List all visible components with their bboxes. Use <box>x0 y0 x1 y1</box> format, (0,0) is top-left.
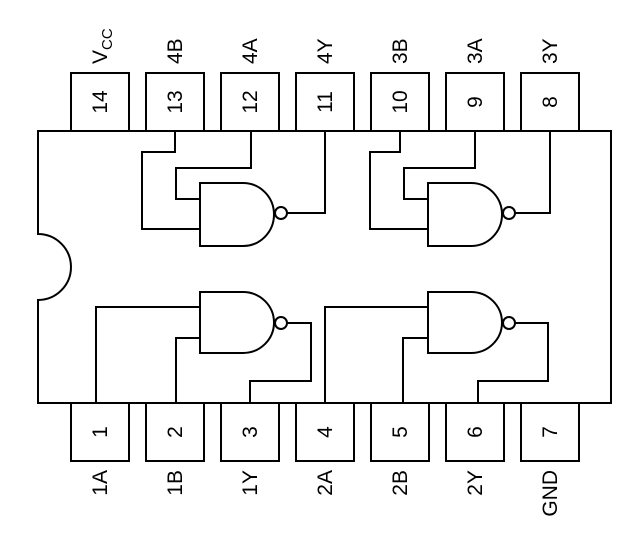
pin-label: 2B <box>389 470 412 496</box>
pin-box <box>520 402 580 462</box>
pin-5: 5 2B <box>370 402 430 496</box>
pin-box <box>370 72 430 132</box>
pin-number: 11 <box>314 91 337 113</box>
pin-label: GND <box>539 470 562 517</box>
pin-box <box>70 72 130 132</box>
pin-12: 12 4A <box>220 38 280 132</box>
pin-label-text: 3B <box>389 38 412 64</box>
pin-number: 7 <box>539 426 562 438</box>
pin-label: VCC <box>89 28 116 64</box>
pin-label: 4Y <box>314 38 337 64</box>
chip-body <box>37 130 612 404</box>
pin-number: 3 <box>239 426 262 438</box>
wire-3a <box>403 131 476 200</box>
pin-label: 3Y <box>539 38 562 64</box>
pin-number: 1 <box>89 426 112 438</box>
nand-gate-1 <box>199 291 288 354</box>
pin-label-text: V <box>89 50 112 64</box>
pin-number: 12 <box>239 90 262 113</box>
pin-box <box>370 402 430 462</box>
pin-label-text: 3A <box>464 38 487 64</box>
pin-label: 1A <box>89 470 112 496</box>
pin-label-text: 2A <box>314 470 337 496</box>
pin-number: 4 <box>314 426 337 438</box>
wire-4a <box>175 131 252 200</box>
pin-13: 13 4B <box>145 38 205 132</box>
pin-11: 11 4Y <box>295 38 355 132</box>
pin-box <box>520 72 580 132</box>
pin-box <box>220 72 280 132</box>
pin-4: 4 2A <box>295 402 355 496</box>
pin-label-text: 2B <box>389 470 412 496</box>
pin-label: 2A <box>314 470 337 496</box>
pin-label: 3B <box>389 38 412 64</box>
wire-1y <box>249 322 312 403</box>
pin-8: 8 3Y <box>520 38 580 132</box>
pin-label: 2Y <box>464 470 487 496</box>
pin-label: 4A <box>239 38 262 64</box>
pin-label: 1Y <box>239 470 262 496</box>
nand-gate-3 <box>427 182 516 247</box>
pin-label-text: GND <box>539 470 562 517</box>
pin-label-text: 3Y <box>539 38 562 64</box>
pin-3: 3 1Y <box>220 402 280 496</box>
pin-box <box>145 402 205 462</box>
pin-label-text: 4Y <box>314 38 337 64</box>
pin-label-text: 4A <box>239 38 262 64</box>
wire-3b <box>369 131 428 230</box>
pin-label-text: 4B <box>164 38 187 64</box>
pin-number: 14 <box>89 90 112 114</box>
wire-4b <box>141 131 200 230</box>
wire-2y <box>477 322 549 403</box>
pin-label-subscript: CC <box>99 28 116 50</box>
pin-box <box>70 402 130 462</box>
pin-14: 14 VCC <box>70 28 130 132</box>
pin-9: 9 3A <box>445 38 505 132</box>
pin-number: 6 <box>464 426 487 438</box>
pin-box <box>295 402 355 462</box>
wire-3y <box>515 131 551 214</box>
wire-2b <box>402 337 428 403</box>
pin-number: 2 <box>164 426 187 438</box>
wire-1a <box>95 306 200 403</box>
wire-4y <box>287 131 326 214</box>
pin-2: 2 1B <box>145 402 205 496</box>
wire-2a <box>324 306 428 403</box>
nand-gate-2 <box>427 291 516 354</box>
pin-label-text: 2Y <box>464 470 487 496</box>
pin-number: 9 <box>464 96 487 108</box>
pin-6: 6 2Y <box>445 402 505 496</box>
pin-box <box>445 402 505 462</box>
nand-gate-4 <box>199 182 288 247</box>
pin-1: 1 1A <box>70 402 130 496</box>
wire-1b <box>175 337 200 403</box>
pin-label-text: 1Y <box>239 470 262 496</box>
pin-number: 13 <box>164 90 187 113</box>
pin-label-text: 1A <box>89 470 112 496</box>
pin-label: 4B <box>164 38 187 64</box>
pin-label: 3A <box>464 38 487 64</box>
pin-10: 10 3B <box>370 38 430 132</box>
pin-label: 1B <box>164 470 187 496</box>
pin-number: 8 <box>539 96 562 108</box>
pin-label-text: 1B <box>164 470 187 496</box>
pin-box <box>295 72 355 132</box>
pin-number: 10 <box>389 90 412 113</box>
pin-number: 5 <box>389 426 412 438</box>
